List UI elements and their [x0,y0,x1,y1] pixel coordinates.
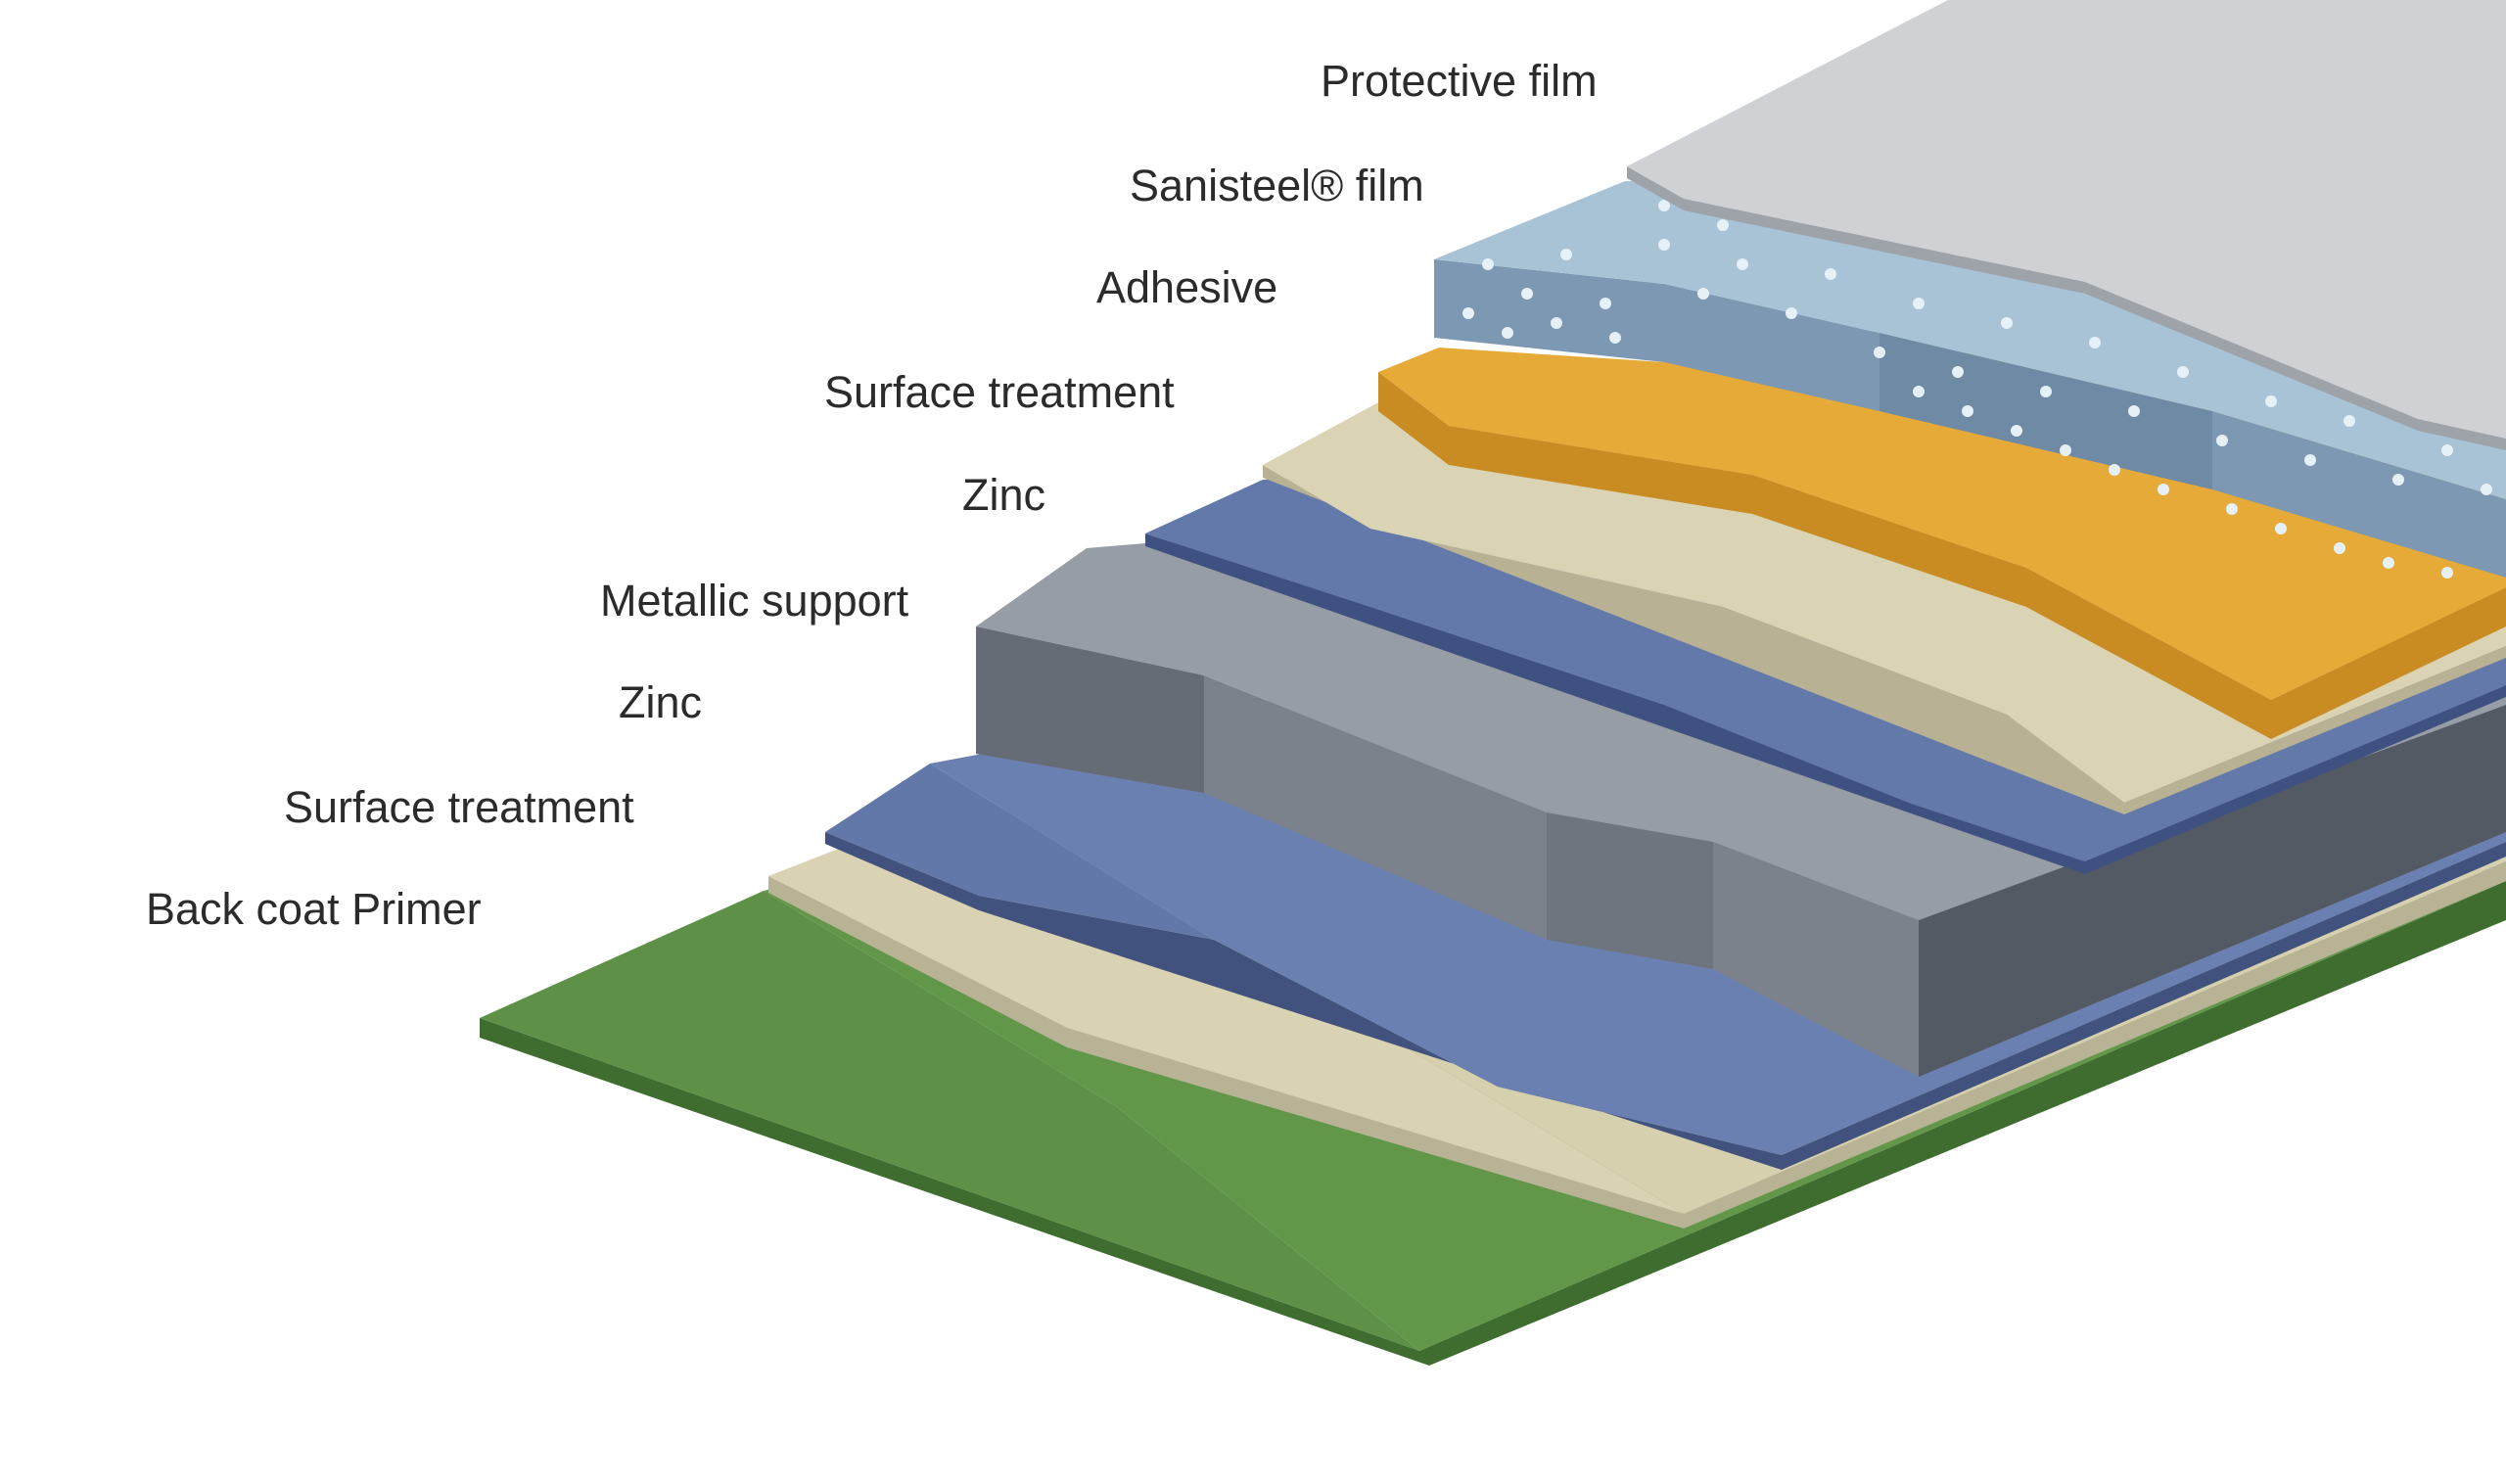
texture-dot [1658,200,1670,211]
texture-dot [1560,249,1572,260]
texture-dot [1717,219,1729,231]
label-sanisteel-film: Sanisteel® film [1130,161,1424,210]
texture-dot [1786,307,1797,319]
texture-dot [1521,288,1533,300]
texture-dot [1462,307,1474,319]
texture-dot [1737,258,1748,270]
texture-dot [1609,332,1621,344]
texture-dot [1502,327,1513,339]
texture-dot [2392,474,2404,486]
texture-dot [1482,258,1494,270]
texture-dot [2216,435,2228,446]
texture-dot [2158,484,2169,495]
texture-dot [2040,386,2052,397]
label-surface-treatment-top: Surface treatment [824,367,1175,417]
texture-dot [1952,366,1964,378]
texture-dot [2344,415,2355,427]
texture-dot [2089,337,2101,348]
texture-dot [1600,298,1611,309]
label-zinc-bottom: Zinc [619,677,703,727]
texture-dot [2177,366,2189,378]
label-adhesive: Adhesive [1096,262,1278,312]
texture-dot [1551,317,1562,329]
texture-dot [2441,444,2453,456]
texture-dot [2109,464,2120,476]
layer-protective-film [1627,0,2506,450]
texture-dot [2481,484,2492,495]
texture-dot [1913,298,1925,309]
texture-dot [2128,405,2140,417]
texture-dot [2265,395,2277,407]
label-metallic-support: Metallic support [600,576,909,626]
texture-dot [2226,503,2238,515]
texture-dot [2275,523,2287,534]
label-back-coat-primer: Back coat Primer [146,884,482,934]
texture-dot [1913,386,1925,397]
texture-dot [2011,425,2022,437]
texture-dot [2060,444,2071,456]
texture-dot [1874,347,1885,358]
label-protective-film: Protective film [1321,56,1598,106]
texture-dot [2001,317,2013,329]
label-zinc-top: Zinc [962,470,1046,520]
texture-dot [2304,454,2316,466]
texture-dot [1658,239,1670,251]
texture-dot [2441,567,2453,579]
texture-dot [1962,405,1973,417]
texture-dot [2383,557,2394,569]
label-surface-treatment-bottom: Surface treatment [284,782,634,832]
texture-dot [2334,542,2345,554]
texture-dot [1825,268,1836,280]
texture-dot [1697,288,1709,300]
